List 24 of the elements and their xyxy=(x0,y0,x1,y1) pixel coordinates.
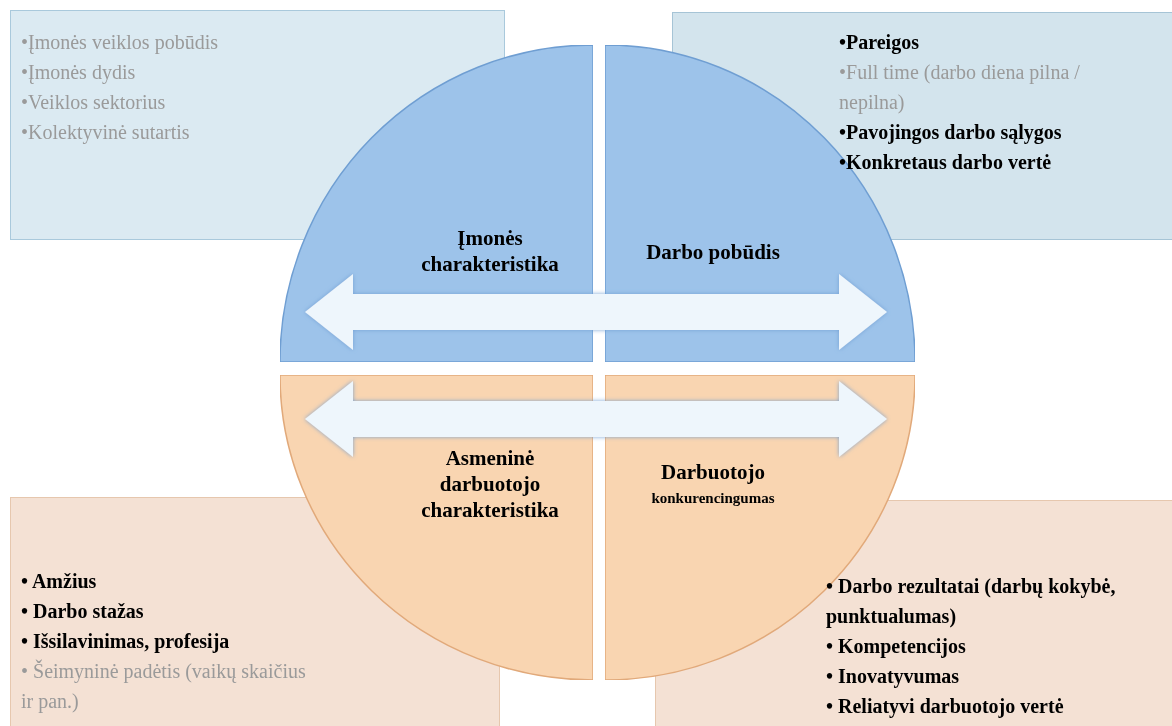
double-arrow xyxy=(305,274,887,350)
list-item: • Išsilavinimas, profesija xyxy=(21,629,231,655)
quadrant-label: Darbuotojo xyxy=(660,459,766,485)
list-item: • Amžius xyxy=(21,569,98,594)
quadrant-shape xyxy=(280,45,593,362)
list-item: • Inovatyvumas xyxy=(826,664,961,690)
list-item: •Pavojingos darbo sąlygos xyxy=(839,120,1063,146)
list-item: •Įmonės dydis xyxy=(21,60,137,86)
list-item: •Konkretaus darbo vertė xyxy=(839,150,1053,175)
list-item: •Full time (darbo diena pilna / nepilna) xyxy=(839,60,1081,116)
list-item: • Darbo stažas xyxy=(21,599,145,624)
quadrant-label: konkurencingumas xyxy=(650,489,776,508)
list-item: • Šeimyninė padėtis (vaikų skaičius ir pan.) xyxy=(21,658,307,715)
list-item: •Pareigos xyxy=(839,30,920,56)
list-item: • Reliatyvi darbuotojo vertė xyxy=(826,694,1065,720)
list-item: • Kompetencijos xyxy=(826,634,967,660)
quadrant-label: Asmeninė darbuotojo charakteristika xyxy=(420,445,560,523)
double-arrow xyxy=(305,381,887,457)
list-item: •Veiklos sektorius xyxy=(21,90,167,115)
quadrant-label: Įmonės charakteristika xyxy=(420,225,560,277)
list-item: •Įmonės veiklos pobūdis xyxy=(21,30,219,56)
quadrant-label: Darbo pobūdis xyxy=(645,239,781,265)
list-item: •Kolektyvinė sutartis xyxy=(21,120,191,146)
list-item: • Darbo rezultatai (darbų kokybė, punktualumas) xyxy=(826,574,1117,630)
